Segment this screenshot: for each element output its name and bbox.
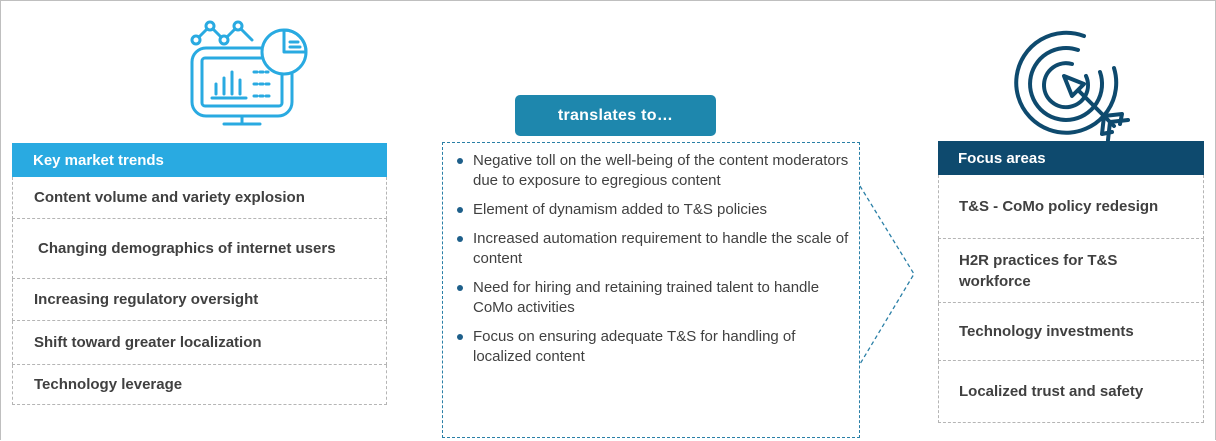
- impact-item: Negative toll on the well-being of the c…: [457, 151, 849, 191]
- impact-item-text: Element of dynamism added to T&S policie…: [473, 201, 768, 218]
- focus-areas-header: Focus areas: [938, 141, 1204, 175]
- trend-item: Increasing regulatory oversight: [12, 279, 387, 321]
- trend-item: Changing demographics of internet users: [12, 219, 387, 279]
- bullet-icon: [457, 285, 463, 291]
- focus-item: Localized trust and safety: [938, 361, 1204, 423]
- impact-item-text: Need for hiring and retaining trained ta…: [473, 279, 820, 316]
- target-arrow-icon: [1014, 30, 1130, 142]
- bullet-icon: [457, 207, 463, 213]
- bullet-icon: [457, 236, 463, 242]
- analytics-dashboard-icon: [190, 20, 308, 126]
- market-trends-header: Key market trends: [12, 143, 387, 177]
- trend-item: Content volume and variety explosion: [12, 177, 387, 219]
- impact-item: Focus on ensuring adequate T&S for handl…: [457, 327, 849, 367]
- impact-list-box: Negative toll on the well-being of the c…: [442, 142, 860, 438]
- impact-item: Need for hiring and retaining trained ta…: [457, 278, 849, 318]
- bullet-icon: [457, 158, 463, 164]
- market-trends-panel: Key market trends Content volume and var…: [12, 143, 387, 405]
- focus-item: H2R practices for T&S workforce: [938, 239, 1204, 303]
- focus-item: T&S - CoMo policy redesign: [938, 175, 1204, 239]
- focus-item: Technology investments: [938, 303, 1204, 361]
- impact-item-text: Increased automation requirement to hand…: [473, 230, 849, 267]
- trend-item: Technology leverage: [12, 365, 387, 405]
- impact-item-text: Focus on ensuring adequate T&S for handl…: [473, 328, 796, 365]
- translates-to-badge: translates to…: [515, 95, 716, 136]
- impact-item: Increased automation requirement to hand…: [457, 229, 849, 269]
- bullet-icon: [457, 334, 463, 340]
- chevron-arrow-icon: [859, 185, 915, 365]
- focus-areas-panel: Focus areas T&S - CoMo policy redesign H…: [938, 141, 1204, 423]
- trend-item: Shift toward greater localization: [12, 321, 387, 365]
- impact-item: Element of dynamism added to T&S policie…: [457, 200, 849, 220]
- impact-item-text: Negative toll on the well-being of the c…: [473, 152, 849, 189]
